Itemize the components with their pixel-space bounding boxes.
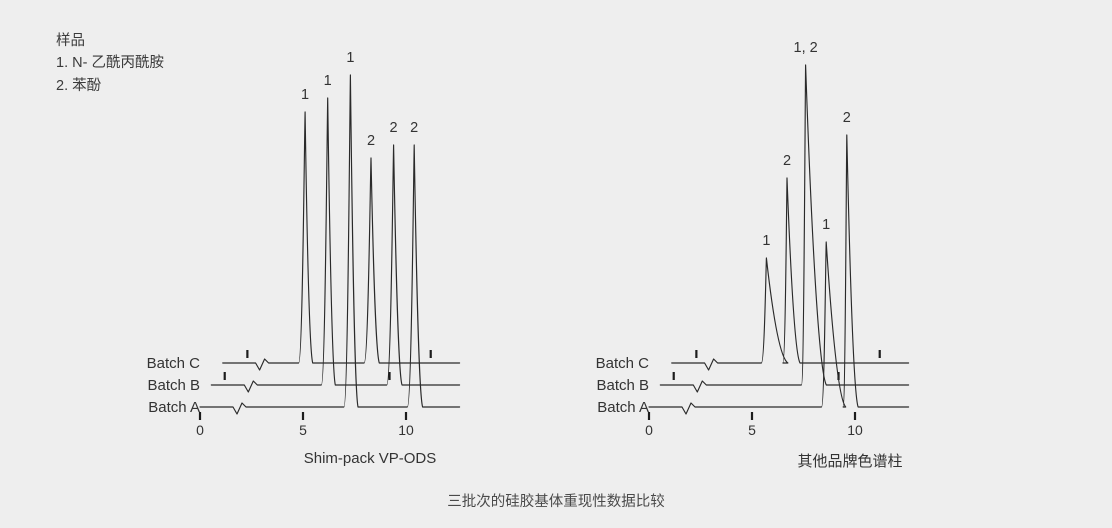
trace-batch-a (648, 134, 910, 415)
peak-label: 1, 2 (794, 40, 818, 56)
batch-label-c: Batch C (596, 355, 650, 372)
batch-label-a: Batch A (597, 399, 649, 416)
sample-legend: 样品 1. N- 乙酰丙酰胺 2. 苯酚 (56, 30, 164, 97)
trace-batch-b (210, 97, 461, 393)
sample-legend-item-1: 1. N- 乙酰丙酰胺 (56, 55, 164, 72)
axis-tick-label: 10 (398, 422, 414, 438)
axis-tick-label: 10 (847, 422, 863, 438)
sample-legend-item-2: 2. 苯酚 (56, 77, 102, 94)
peak-label: 2 (783, 153, 791, 169)
left-panel-caption: Shim-pack VP-ODS (303, 450, 437, 467)
figure-title: 三批次的硅胶基体重现性数据比较 (447, 494, 665, 510)
peak-label: 1 (822, 217, 830, 233)
peak-label: 1 (301, 87, 309, 103)
peak-label: 1 (762, 233, 770, 249)
batch-label-b: Batch B (147, 377, 200, 394)
trace-batch-c (671, 177, 910, 371)
peak-label: 2 (843, 110, 851, 126)
trace-batch-b (659, 64, 910, 393)
peak-label: 1 (346, 50, 354, 66)
batch-label-b: Batch B (596, 377, 649, 394)
peak-label: 2 (367, 133, 375, 149)
right-panel-caption: 其他品牌色谱柱 (797, 453, 903, 470)
batch-label-c: Batch C (147, 355, 201, 372)
axis-tick-label: 0 (645, 422, 653, 438)
peak-label: 1 (324, 73, 332, 89)
sample-legend-heading: 样品 (56, 33, 85, 49)
trace-batch-a (199, 74, 461, 415)
peak-label: 2 (410, 120, 418, 136)
peak-label: 2 (390, 120, 398, 136)
axis-tick-label: 5 (299, 422, 307, 438)
trace-batch-c (222, 111, 461, 371)
axis-tick-label: 5 (748, 422, 756, 438)
batch-label-a: Batch A (148, 399, 200, 416)
axis-tick-label: 0 (196, 422, 204, 438)
